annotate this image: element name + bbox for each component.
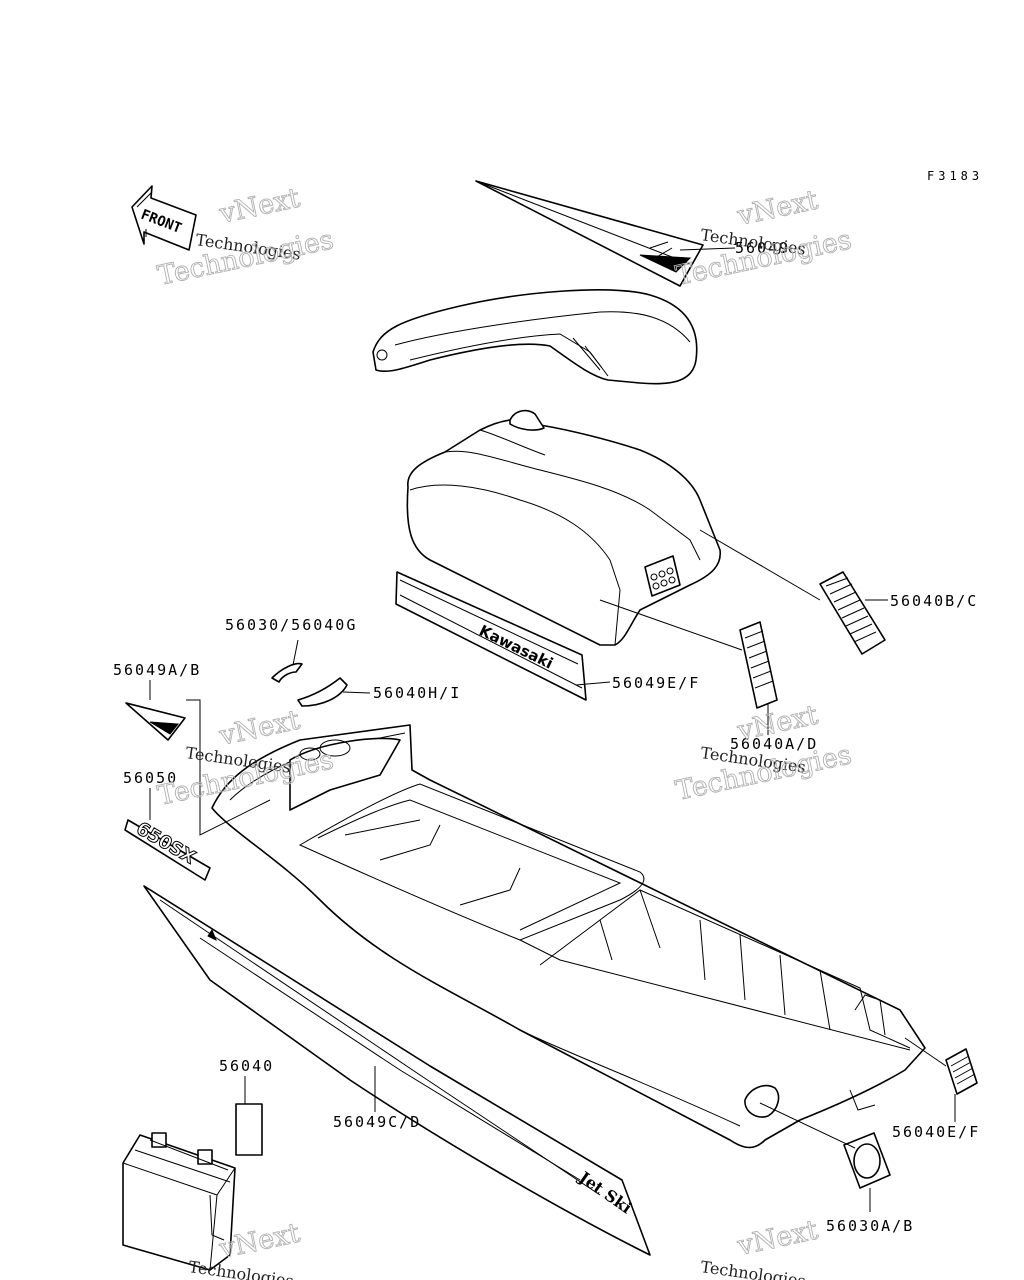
label-56030-56040g: 56030/56040G bbox=[225, 616, 357, 634]
triangle-decal bbox=[125, 702, 186, 741]
leader-lines bbox=[149, 247, 956, 1212]
seat-cushion bbox=[372, 289, 698, 385]
label-56049ab: 56049A/B bbox=[113, 661, 201, 679]
foot-mat-lower bbox=[739, 621, 778, 709]
label-56040ef: 56040E/F bbox=[892, 1123, 980, 1141]
watermark-top-right: vNext Technologies Technologies bbox=[673, 184, 855, 292]
label-56049ef: 56049E/F bbox=[612, 674, 700, 692]
watermark-mid-right: vNext Technologies Technologies bbox=[673, 699, 855, 807]
label-56049cd: 56049C/D bbox=[333, 1113, 421, 1131]
svg-text:vNext: vNext bbox=[216, 183, 303, 230]
label-56040bc: 56040B/C bbox=[890, 592, 978, 610]
arc-decal-small bbox=[271, 662, 303, 683]
arc-decal-large bbox=[297, 677, 348, 707]
top-stripe-decal bbox=[475, 180, 704, 287]
engine-hood bbox=[406, 409, 721, 646]
watermark-bottom-right: vNext Technologies bbox=[699, 1214, 821, 1280]
figure-code: F3183 bbox=[927, 169, 983, 183]
side-brand-decal: Kawasaki bbox=[395, 571, 587, 701]
svg-text:vNext: vNext bbox=[734, 185, 821, 232]
svg-text:Technologies: Technologies bbox=[699, 1257, 807, 1280]
front-direction-arrow: FRONT bbox=[131, 185, 197, 251]
hull bbox=[211, 724, 926, 1149]
battery bbox=[122, 1132, 236, 1271]
label-56040ad: 56040A/D bbox=[730, 735, 818, 753]
warning-label-rear bbox=[945, 1048, 978, 1095]
battery-label bbox=[235, 1103, 263, 1156]
round-decal bbox=[843, 1132, 891, 1189]
label-56049: 56049 bbox=[735, 239, 790, 257]
label-56050: 56050 bbox=[123, 769, 178, 787]
label-56040: 56040 bbox=[219, 1057, 274, 1075]
model-badge-text: 650SX bbox=[133, 818, 199, 868]
svg-text:vNext: vNext bbox=[734, 1215, 821, 1262]
model-badge: 650SX bbox=[124, 818, 211, 881]
foot-mat-upper bbox=[819, 571, 886, 655]
label-56030ab: 56030A/B bbox=[826, 1217, 914, 1235]
hull-stripe-decal: Jet Ski bbox=[143, 885, 651, 1256]
label-56040hi: 56040H/I bbox=[373, 684, 461, 702]
